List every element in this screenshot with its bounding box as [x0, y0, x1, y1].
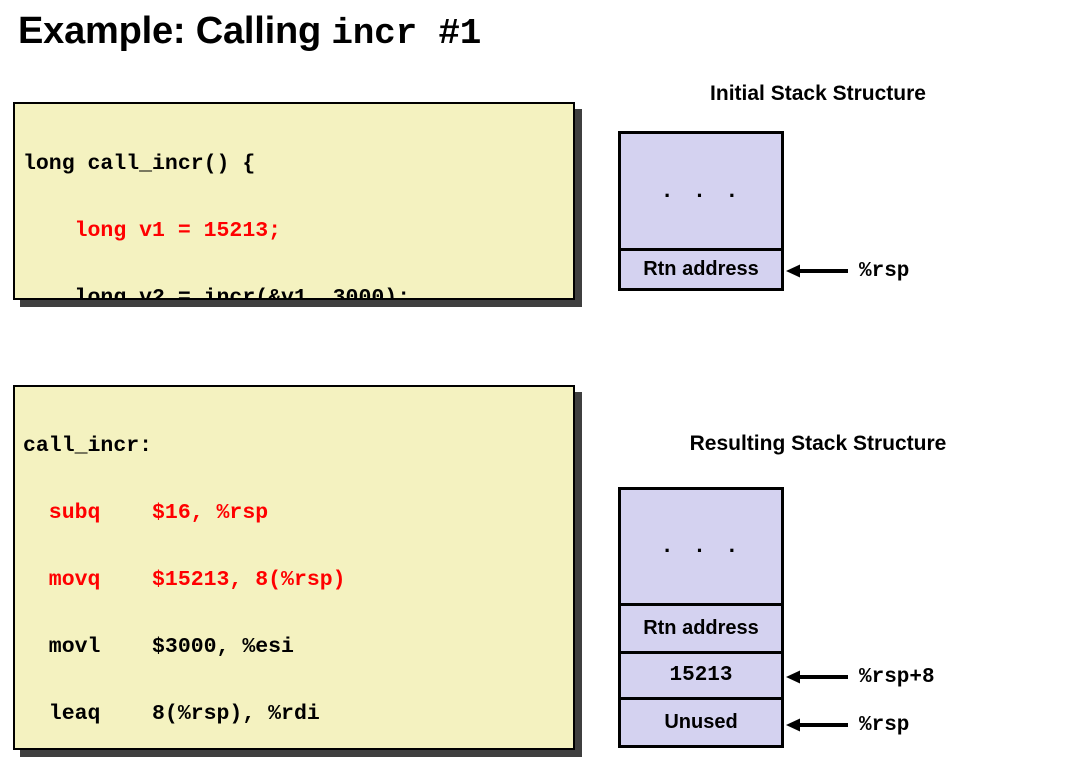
stack-cell-value: 15213	[621, 651, 781, 697]
stack-cell-return-address: Rtn address	[621, 248, 781, 288]
stack-pointer-annotation-rsp: %rsp	[786, 712, 909, 738]
left-arrow-icon	[786, 264, 848, 278]
c-source-code-lines: long call_incr() { long v1 = 15213; long…	[15, 104, 573, 300]
stack-cell-ellipsis: . . .	[621, 490, 781, 603]
code-line: long v1 = 15213;	[23, 219, 282, 243]
initial-stack-diagram: . . . Rtn address	[618, 131, 784, 291]
resulting-stack-heading: Resulting Stack Structure	[689, 432, 947, 455]
left-arrow-icon	[786, 670, 848, 684]
assembly-code-box: call_incr: subq $16, %rsp movq $15213, 8…	[13, 385, 575, 750]
stack-cell-return-address: Rtn address	[621, 603, 781, 651]
page-title-suffix: #1	[416, 13, 482, 54]
page-title: Example: Calling incr #1	[18, 8, 481, 57]
assembly-code-lines: call_incr: subq $16, %rsp movq $15213, 8…	[15, 387, 573, 748]
stack-cell-unused: Unused	[621, 697, 781, 745]
c-source-code-box: long call_incr() { long v1 = 15213; long…	[13, 102, 575, 300]
ellipsis-text: . . .	[660, 178, 742, 204]
pointer-label: %rsp+8	[859, 665, 935, 689]
stack-pointer-annotation-rsp: %rsp	[786, 258, 909, 284]
left-arrow-icon	[786, 718, 848, 732]
page-title-code: incr	[331, 13, 417, 54]
initial-stack-heading: Initial Stack Structure	[710, 82, 926, 105]
code-line: movl $3000, %esi	[23, 635, 294, 659]
stack-pointer-annotation-rsp-plus-8: %rsp+8	[786, 664, 935, 690]
code-line: leaq 8(%rsp), %rdi	[23, 702, 320, 726]
stack-cell-ellipsis: . . .	[621, 134, 781, 248]
code-line: subq $16, %rsp	[23, 501, 269, 525]
code-line: movq $15213, 8(%rsp)	[23, 568, 346, 592]
resulting-stack-diagram: . . . Rtn address 15213 Unused	[618, 487, 784, 748]
code-line: call_incr:	[23, 434, 153, 458]
code-line: long v2 = incr(&v1, 3000);	[23, 286, 411, 300]
page-title-prefix: Example: Calling	[18, 10, 332, 52]
code-line: long call_incr() {	[23, 152, 256, 176]
pointer-label: %rsp	[859, 713, 910, 737]
ellipsis-text: . . .	[660, 534, 742, 559]
pointer-label: %rsp	[859, 259, 910, 283]
